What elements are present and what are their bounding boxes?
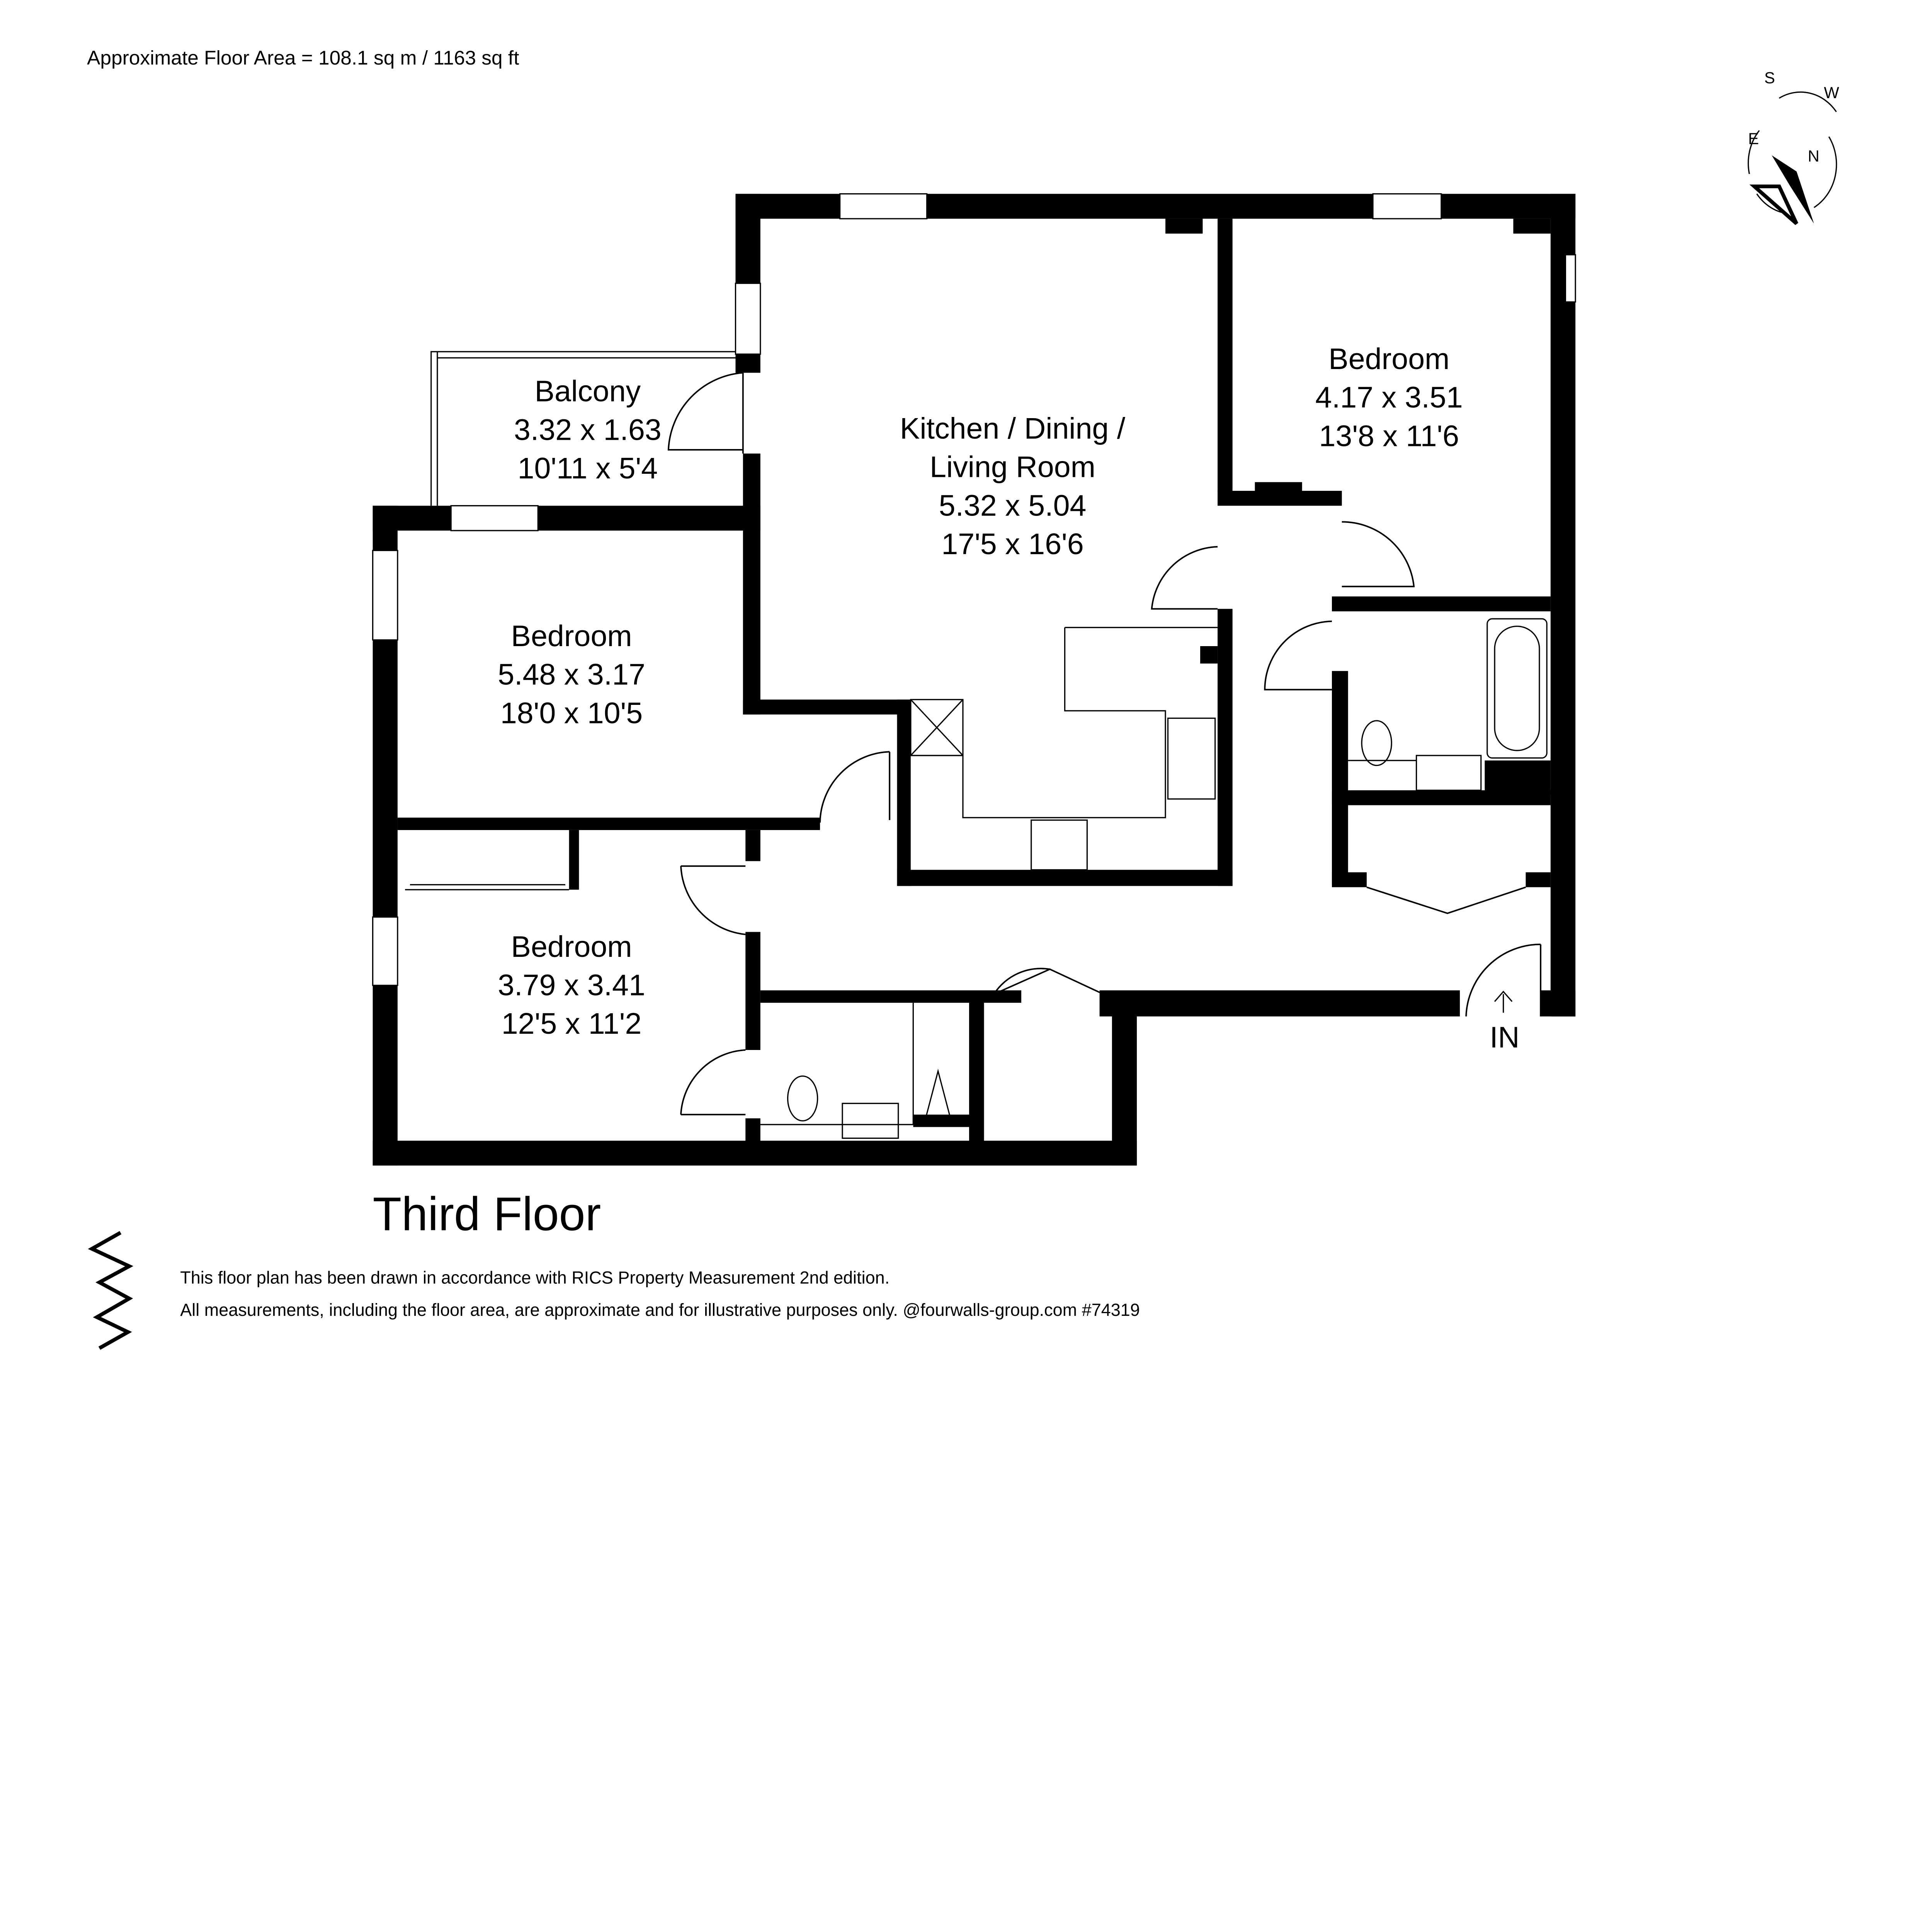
room-name: Kitchen / Dining / <box>900 412 1126 445</box>
room-name: Bedroom <box>511 619 632 653</box>
footer-line-1: This floor plan has been drawn in accord… <box>180 1268 889 1288</box>
room-dimensions-imperial: 13'8 x 11'6 <box>1319 419 1459 453</box>
room-dimensions-metric: 3.79 x 3.41 <box>498 969 645 1002</box>
shower-icon <box>925 1069 951 1119</box>
windows <box>372 193 1576 986</box>
room-name-line2: Living Room <box>930 451 1095 484</box>
room-name: Bedroom <box>1328 342 1449 376</box>
sink-icon <box>1167 717 1216 800</box>
room-dimensions-imperial: 10'11 x 5'4 <box>518 452 658 485</box>
footer-line-2: All measurements, including the floor ar… <box>180 1300 1140 1320</box>
floor-label: Third Floor <box>373 1187 601 1240</box>
basin-icon <box>842 1103 899 1139</box>
compass-n: N <box>1808 147 1819 165</box>
fourwalls-logo-icon <box>88 1231 134 1350</box>
room-dimensions-imperial: 17'5 x 16'6 <box>941 527 1083 561</box>
toilet-icon <box>787 1075 818 1121</box>
room-kitchen-dining-living: Kitchen / Dining / Living Room 5.32 x 5.… <box>900 412 1126 561</box>
room-bedroom-3: Bedroom 3.79 x 3.41 12'5 x 11'2 <box>498 930 645 1040</box>
basin-icon <box>1415 755 1482 791</box>
entrance-arrow-icon <box>1494 990 1513 1013</box>
fixtures <box>405 618 1548 1139</box>
compass-s: S <box>1764 68 1775 87</box>
floor-plan: Approximate Floor Area = 108.1 sq m / 11… <box>87 46 1839 1350</box>
compass-icon: S W E N <box>1747 68 1839 225</box>
toilet-icon <box>1361 720 1392 766</box>
doors <box>667 372 1542 1116</box>
room-dimensions-metric: 3.32 x 1.63 <box>514 413 662 446</box>
room-dimensions-metric: 5.32 x 5.04 <box>939 489 1087 522</box>
room-dimensions-imperial: 12'5 x 11'2 <box>502 1007 642 1040</box>
wardrobe-icon <box>405 884 569 890</box>
entrance-label: IN <box>1490 1021 1519 1054</box>
room-bedroom-1: Bedroom 4.17 x 3.51 13'8 x 11'6 <box>1315 342 1463 453</box>
balcony-railing <box>430 351 736 506</box>
room-name: Balcony <box>535 375 641 408</box>
compass-w: W <box>1824 83 1839 102</box>
hob-icon <box>1031 819 1088 871</box>
room-dimensions-metric: 5.48 x 3.17 <box>498 658 645 691</box>
bath-icon <box>1486 618 1548 759</box>
floor-area-text: Approximate Floor Area = 108.1 sq m / 11… <box>87 46 519 69</box>
compass-e: E <box>1748 129 1759 148</box>
room-dimensions-metric: 4.17 x 3.51 <box>1315 381 1463 414</box>
room-balcony: Balcony 3.32 x 1.63 10'11 x 5'4 <box>514 375 662 485</box>
room-dimensions-imperial: 18'0 x 10'5 <box>500 696 643 730</box>
room-bedroom-2: Bedroom 5.48 x 3.17 18'0 x 10'5 <box>498 619 645 730</box>
room-name: Bedroom <box>511 930 632 963</box>
